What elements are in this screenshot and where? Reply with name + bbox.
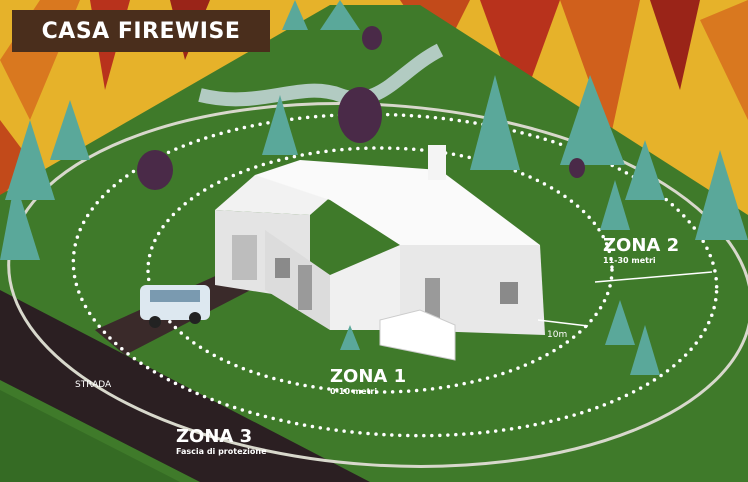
page-title: CASA FIREWISE <box>12 10 270 52</box>
road <box>0 290 370 482</box>
zone-2-label: ZONA 2 11-30 metri <box>603 237 679 265</box>
zone-3-label: ZONA 3 Fascia di protezione <box>176 428 267 456</box>
distance-label: 10m <box>547 330 568 340</box>
trees <box>0 0 748 375</box>
smoke <box>198 43 444 107</box>
road-label: STRADA <box>75 380 112 390</box>
zone-3-name: ZONA 3 <box>176 426 253 447</box>
grass-lower <box>0 390 180 482</box>
house <box>215 145 545 361</box>
zone-1-name: ZONA 1 <box>330 366 407 387</box>
grass-land <box>0 5 748 482</box>
zone-1-range: 0-10 metri <box>330 387 378 396</box>
zone-2-boundary <box>71 112 719 438</box>
zone-2-name: ZONA 2 <box>603 235 680 256</box>
zone-3-range: Fascia di protezione <box>176 447 267 456</box>
zone-2-arrow <box>594 271 713 283</box>
zone-1-boundary <box>146 146 614 394</box>
zone-1-label: ZONA 1 0-10 metri <box>330 368 406 396</box>
car <box>140 285 210 328</box>
zone-1-arrow <box>537 319 589 327</box>
shrubs <box>137 26 585 190</box>
zone-2-range: 11-30 metri <box>603 256 656 265</box>
